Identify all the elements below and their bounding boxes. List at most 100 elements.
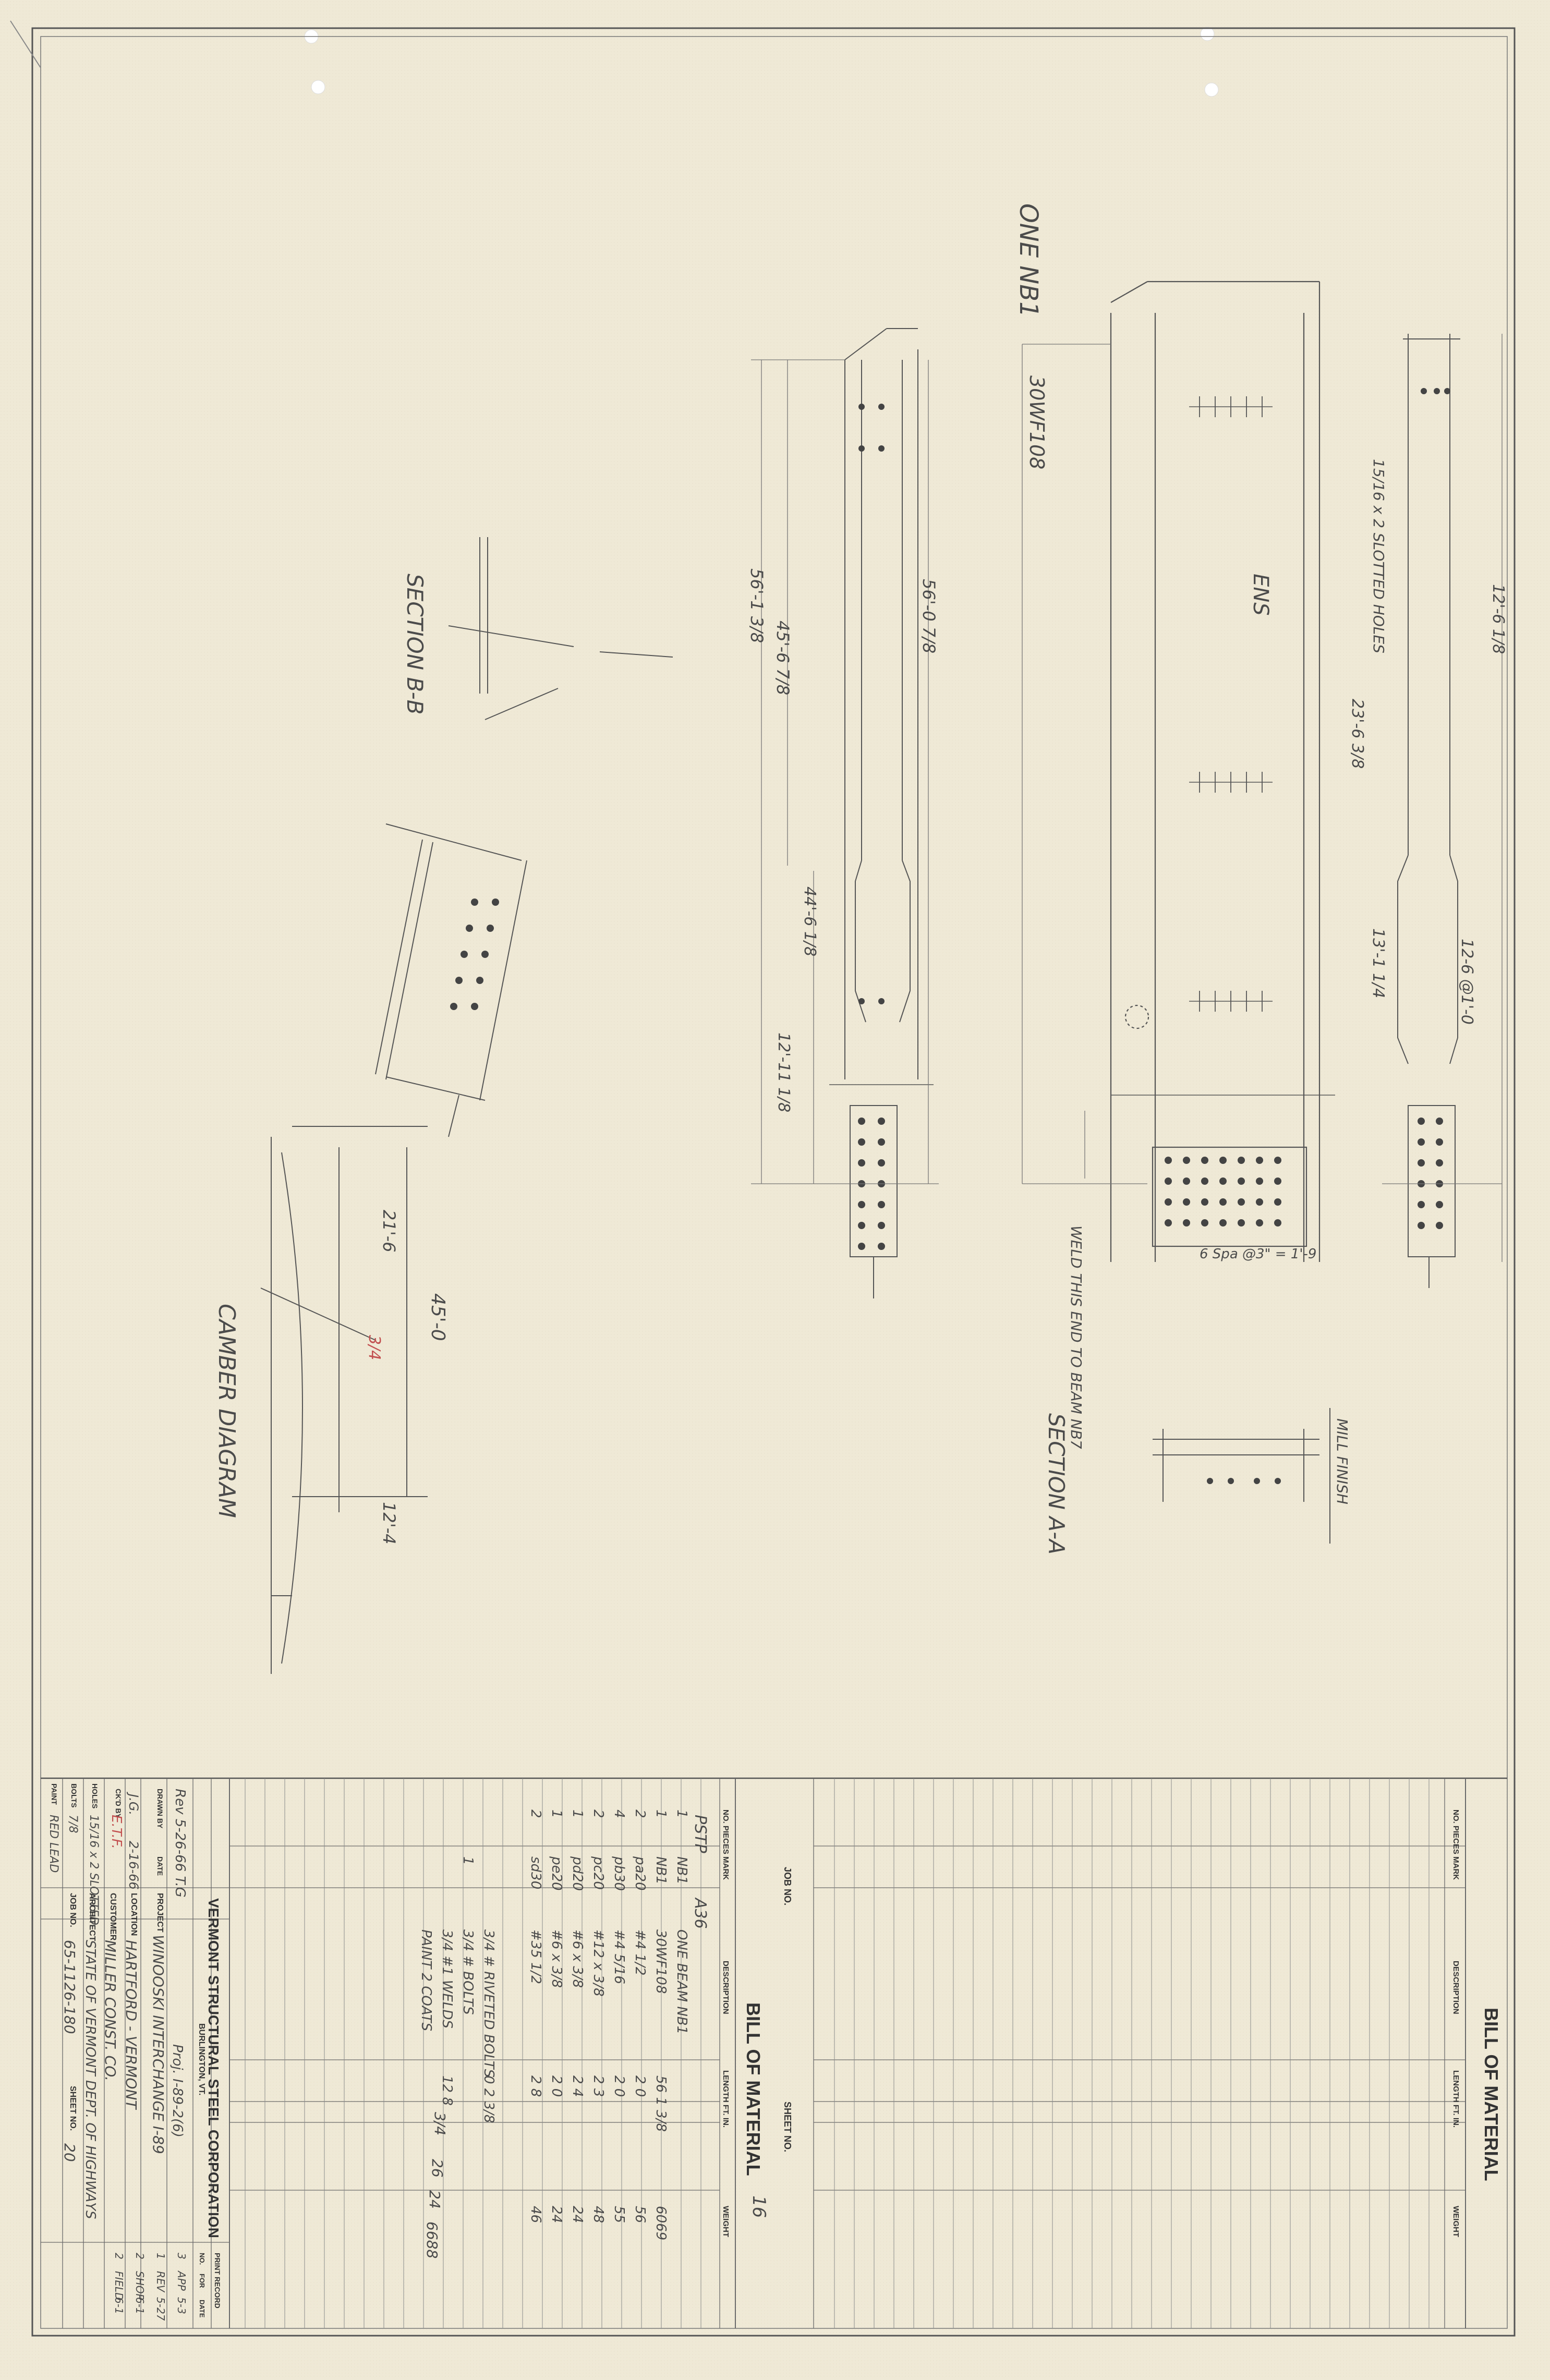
beam-title: ONE NB1 [1014,203,1043,318]
dimension-end: 12'-11 1/8 [774,1033,793,1113]
note-bolt-spacing: 6 Spa @3" = 1'-9 [1200,1246,1317,1262]
dimension-overall-bottom: 12'-6 1/8 [1489,584,1507,654]
section-aa-bolts [1207,1478,1281,1484]
note-weld-end: WELD THIS END TO BEAM NB7 [1068,1225,1085,1449]
bom-cell-desc: #6 x 3/8 [549,1929,564,1988]
location-label: LOCATION [129,1893,138,1936]
bom-sheet-value: 16 [748,2195,769,2218]
bom-cell-desc: PAINT 2 COATS [418,1929,434,2032]
project-value: WINOOSKI INTERCHANGE I-89 [150,1935,167,2154]
chkd-by-label: CK'D BY [114,1789,123,1818]
dimension-lines-main [1022,344,1147,1184]
beam-size-label: 30WF108 [1025,375,1048,470]
splice-bolts [450,898,499,1010]
print-record-for: SHOP [134,2271,146,2300]
print-record-no: 2 [113,2253,125,2260]
bom-empty-header-pieces: NO. PIECES [1451,1810,1460,1854]
camber-total: 45'-0 [427,1293,449,1341]
bom-cell-desc: #12 x 3/8 [590,1929,606,1997]
bom-cell-len: 2 0 [611,2075,627,2097]
border-outer [31,27,1516,2337]
project-ref: Proj. I-89-2(6) [169,2044,185,2138]
section-bb-label: SECTION B-B [402,574,428,715]
sheet-value: 20 [61,2143,78,2162]
bom-header-length: LENGTH FT. IN. [721,2070,730,2128]
bom-cell-desc: 3/4 # RIVETED BOLTS [481,1929,497,2078]
print-record-date: 5-27 [154,2297,167,2321]
bom-empty-header-length: LENGTH FT. IN. [1451,2070,1460,2128]
customer-label: CUSTOMER [108,1893,117,1941]
bom-cell-desc: #4 1/2 [632,1929,648,1976]
bom-cell-qty: 1 [570,1810,585,1818]
bom-cell-len: 2 0 [632,2075,648,2097]
bom-cell-wt: 48 [590,2206,606,2224]
bom-cell-wt: 56 [632,2206,648,2224]
bom-cell-mark: 1 [460,1856,476,1865]
bom-cell-wt: 46 [528,2206,543,2224]
print-record-date: 6-1 [134,2297,146,2314]
company-name: VERMONT STRUCTURAL STEEL CORPORATION [205,1898,222,2238]
customer-value: MILLER CONST. CO. [102,1940,119,2081]
dimension-overall: 56'-1 3/8 [747,568,767,643]
print-record-date: 6-1 [113,2297,125,2314]
bom-material-spec: PSTP [691,1815,709,1853]
bom-cell-len: 2 8 [528,2075,543,2097]
architect-value: STATE OF VERMONT DEPT. OF HIGHWAYS [82,1940,98,2219]
bom-cell-mark: NB1 [674,1856,689,1885]
bom-cell-qty: 1 [653,1810,669,1818]
project-label: PROJECT [155,1893,164,1933]
bom-cell-qty: 4 [611,1810,627,1818]
bom-header-weight: WEIGHT [721,2206,730,2237]
bom-empty-rows [834,1778,1430,2328]
dimension-span: 45'-6 7/8 [773,621,793,696]
bom-cell-qty: 2 [590,1810,606,1818]
bom-cell-wt: 24 [549,2206,564,2224]
sheet-label: SHEET NO. [68,2086,77,2131]
print-record-for: FIELD [113,2271,125,2301]
bom-cell-desc: 30WF108 [653,1929,669,1994]
bom-cell-mark: pd20 [570,1856,585,1891]
bom-cell-desc: ONE BEAM NB1 [674,1929,689,2035]
print-col-date: DATE [198,2300,206,2318]
camber-right: 12'-4 [379,1502,399,1545]
date-label: DATE [156,1856,164,1876]
punch-hole [1204,82,1219,97]
bom-total: 6688 [423,2221,441,2259]
bom-empty-header-desc: DESCRIPTION [1451,1961,1460,2014]
bom-material-grade: A36 [691,1898,709,1929]
bom-cell-len: 2 4 [570,2075,585,2097]
bom-cell-mark: NB1 [653,1856,669,1885]
print-record-no: 2 [134,2253,146,2260]
print-record-no: 1 [154,2253,167,2260]
bom-cell-mark: pe20 [549,1856,564,1891]
bom-header-desc: DESCRIPTION [721,1961,730,2014]
bom-cell-qty: 2 [632,1810,648,1818]
punch-hole [311,80,325,94]
date-value: 2-16-66 [126,1841,141,1890]
camber-diagram-label: CAMBER DIAGRAM [213,1304,240,1519]
note-ens: ENS [1249,574,1273,616]
bottom-flange-view [1397,334,1460,1288]
location-value: HARTFORD - VERMONT [123,1940,140,2109]
bom-empty-grid [813,1778,1466,2328]
bom-header-mark: MARK [721,1856,730,1880]
print-record-for: REV [154,2271,167,2292]
bom-cell-qty: 2 [528,1810,543,1818]
holes-label: HOLES [91,1783,99,1809]
bom-cell-desc: #4 5/16 [611,1929,627,1984]
bom-empty-header-weight: WEIGHT [1451,2206,1460,2237]
note-slotted-holes: 15/16 x 2 SLOTTED HOLES [1370,459,1387,653]
bom-title: BILL OF MATERIAL [743,2002,764,2176]
bom-total: 26 [429,2159,446,2178]
bom-cell-mark: pa20 [632,1856,648,1891]
bom-empty-header-mark: MARK [1451,1856,1460,1880]
drawn-by-value: J.G. [126,1794,141,1815]
bom-cell-qty: 1 [549,1810,564,1818]
section-aa-label: SECTION A-A [1044,1413,1069,1555]
dimension-overall-2: 56'-0 7/8 [919,579,939,654]
section-bb [448,537,673,720]
bottom-bolt-holes [1418,388,1450,1229]
bom-cell-wt: 6069 [653,2206,669,2241]
splice-detail [375,823,527,1137]
dimension-bottom-end: 12-6 @1'-0 [1458,939,1476,1025]
